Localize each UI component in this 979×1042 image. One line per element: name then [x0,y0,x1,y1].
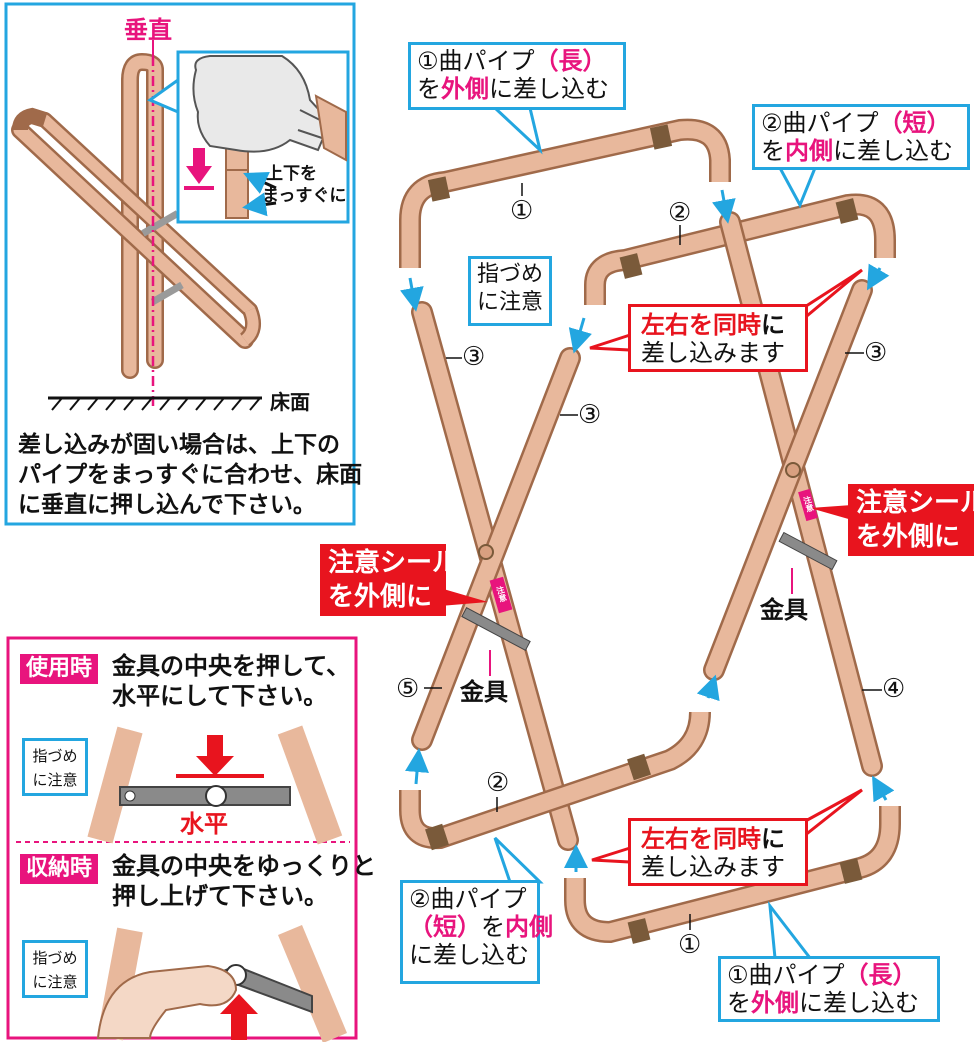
bracket-horizontal-illustration [87,725,343,845]
callout-pointer-long-bottom [768,900,814,960]
part-label-2-bottom: ② [486,768,510,798]
callout-text: を [727,989,751,1017]
callout-text-highlight: （長） [844,961,917,989]
part-label-5: ⑤ [396,674,420,704]
straight-note-line2: まっすぐに [262,186,347,206]
straight-arrow-icon-2 [242,192,277,217]
callout-text-highlight: （短） [409,913,481,941]
part-label-4: ④ [882,674,906,704]
callout-text-highlight: 外側 [441,75,489,103]
seal-note-left-line2: を外側に [320,578,446,616]
bracket-label-left: 金具 [460,678,508,706]
finger-caution-2-line2: に注意 [32,973,78,991]
use-line2: 水平にして下さい。 [112,682,328,710]
same-time-text: に [761,825,785,853]
part-label-1-top: ① [510,196,534,226]
part-label-3-left: ③ [462,342,486,372]
same-time-highlight: 左右を同時 [641,825,761,853]
instruction-line2: パイプをまっすぐに合わせ、床面 [18,462,363,488]
callout-short-pipe-top: ②曲パイプ（短） を内側に差し込む [752,104,970,170]
part-label-3-right: ③ [864,338,888,368]
finger-caution-main: 指づめ に注意 [468,256,552,326]
floor-hatch [48,396,262,411]
instruction-line1: 差し込みが固い場合は、上下の [18,432,340,458]
callout-text: ①曲パイプ [417,47,535,75]
callout-text: を [761,137,785,165]
same-time-note-top: 左右を同時に 差し込みます [628,304,808,372]
store-line1: 金具の中央をゆっくりと [112,852,376,880]
same-time-text: 差し込みます [641,339,785,367]
callout-pointer-short-bottom [493,836,544,884]
same-time-highlight: 左右を同時 [641,311,761,339]
part-label-2-top: ② [668,198,692,228]
finger-caution-main-line1: 指づめ [477,262,544,287]
finger-caution-main-line2: に注意 [477,290,544,315]
store-time-tag: 収納時 [20,854,99,884]
seal-note-right-line1: 注意シール [848,484,979,522]
callout-text: ②曲パイプ [409,885,527,913]
store-line2: 押し上げて下さい。 [112,882,328,910]
finger-caution-box-2: 指づめ に注意 [22,940,88,998]
callout-text: に差し込む [833,137,953,165]
small-stand-illustration [11,52,262,379]
finger-caution-box-1: 指づめ に注意 [22,738,88,796]
callout-text-highlight: （長） [534,47,607,75]
callout-text: ①曲パイプ [727,961,845,989]
callout-text-highlight: 外側 [751,989,799,1017]
callout-long-pipe-top: ①曲パイプ（長） を外側に差し込む [408,42,626,110]
use-line1: 金具の中央を押して、 [112,652,351,680]
callout-text-highlight: 内側 [785,137,833,165]
callout-text-highlight: （短） [878,109,951,137]
straight-note-line1: 上下を [266,164,317,184]
callout-text: を [481,913,505,941]
callout-text: ②曲パイプ [761,109,879,137]
bracket-push-up-illustration [96,925,347,1042]
same-time-text: に [761,311,785,339]
callout-pointer-long-top [491,106,543,155]
bracket-label-right: 金具 [760,596,808,624]
seal-pointer-left [440,588,488,606]
floor-label: 床面 [270,390,310,414]
same-time-pointer-left-bottom [591,845,632,864]
same-time-note-bottom: 左右を同時に 差し込みます [628,818,808,886]
use-time-tag: 使用時 [20,654,99,684]
callout-short-pipe-bottom: ②曲パイプ （短）を内側 に差し込む [400,880,553,984]
finger-caution-2-line1: 指づめ [32,949,78,967]
vertical-label: 垂直 [124,16,172,44]
finger-caution-1-line2: に注意 [32,771,78,789]
seal-note-left-line1: 注意シール [320,544,458,582]
part-leader-lines [424,183,882,930]
callout-text-highlight: 内側 [505,913,553,941]
same-time-text: 差し込みます [641,853,785,881]
gloved-hand-illustration [192,55,347,219]
callout-pointer-short-top [777,166,818,209]
callout-text: を [417,75,441,103]
seal-note-right-line2: を外側に [848,518,974,556]
bracket-leader-lines [152,40,793,676]
seal-pointer-right [810,505,852,520]
callout-text: に差し込む [409,941,529,969]
straight-arrow-icon [243,172,277,194]
instruction-line3: に垂直に押し込んで下さい。 [18,492,316,518]
zoom-pointer [146,77,180,115]
same-time-pointer-left-top [589,332,632,352]
callout-text: に差し込む [799,989,919,1017]
callout-text: に差し込む [489,75,609,103]
part-label-3-center: ③ [578,400,602,430]
insertion-arrows [400,189,895,872]
callout-long-pipe-bottom: ①曲パイプ（長） を外側に差し込む [718,956,940,1022]
finger-caution-1-line1: 指づめ [32,747,78,765]
horizontal-label: 水平 [180,810,228,838]
part-label-1-bottom: ① [678,930,702,960]
down-arrow-icon [184,148,214,190]
